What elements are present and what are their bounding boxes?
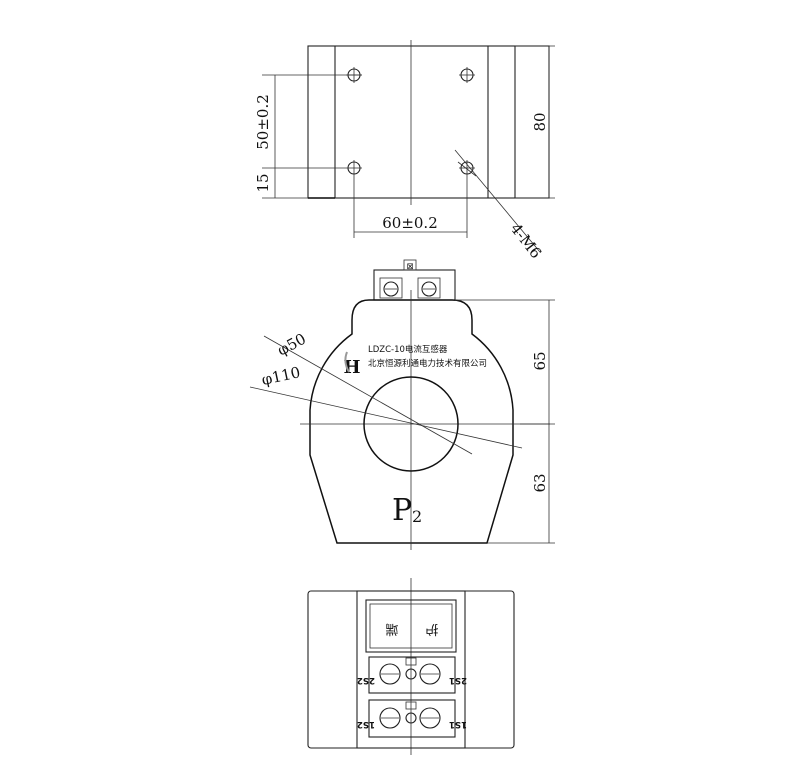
terminal-label-2s2: 2S2	[357, 675, 375, 685]
terminal-cover-frame	[356, 590, 466, 749]
nameplate: H LDZC-10电流互感器 北京恒源利通电力技术有限公司	[343, 344, 487, 378]
dim-label-hole-spacing-horizontal: 60±0.2	[382, 214, 438, 232]
dim-label-lower-height: 63	[531, 473, 549, 492]
terminal-screw-icon	[419, 707, 441, 729]
hole-callout-label: 4-M6	[507, 220, 546, 262]
terminal-screw-icon	[379, 663, 401, 685]
terminal-label-1s2: 1S2	[357, 719, 375, 729]
top-terminal-mark: ⊠	[406, 262, 413, 272]
top-view: 50±0.2 15 80 60±0.2 4-M6	[254, 40, 555, 262]
terminal-label-1s1: 1S1	[449, 719, 467, 729]
cover-text-right: 护	[425, 621, 438, 636]
dim-label-edge: 15	[254, 173, 272, 192]
hole-callout-arrow	[457, 161, 477, 177]
terminal-ground-tab	[403, 259, 417, 271]
terminal-strip-lower	[368, 699, 456, 738]
logo-swoosh-icon	[344, 351, 350, 373]
dim-leader-outer-diameter	[249, 386, 523, 449]
hole-callout-leader	[454, 149, 541, 253]
dim-label-outer-diameter: φ110	[260, 363, 302, 389]
dim-label-upper-height: 65	[531, 351, 549, 370]
secondary-terminal-block	[373, 269, 456, 301]
mounting-hole	[459, 160, 475, 176]
terminal-screw	[417, 277, 441, 299]
dim-label-inner-diameter: φ50	[274, 330, 309, 360]
terminal-strip-upper	[368, 656, 456, 694]
dim-label-hole-spacing-vertical: 50±0.2	[254, 94, 272, 150]
mounting-hole	[346, 160, 362, 176]
ground-screw-icon	[405, 668, 417, 680]
front-view: ⊠ H LDZC-10电流互感器 北京恒源利通电力技术有限公司 φ50 φ110	[249, 259, 555, 550]
terminal-p-label: P	[392, 493, 412, 528]
nameplate-model: LDZC-10电流互感器	[368, 344, 448, 355]
nameplate-company: 北京恒源利通电力技术有限公司	[368, 358, 487, 369]
dim-label-height: 80	[531, 112, 549, 131]
dim-leader-inner-diameter	[263, 335, 473, 455]
ground-mark-icon	[405, 701, 417, 710]
primary-window	[363, 376, 459, 472]
company-logo: H	[343, 357, 360, 378]
terminal-label-2s1: 2S1	[449, 675, 467, 685]
ground-mark-icon	[405, 657, 417, 666]
terminal-p-subscript: 2	[412, 507, 422, 526]
cover-window	[365, 599, 457, 653]
base-outline	[307, 45, 550, 199]
cover-window-inner	[369, 603, 453, 649]
bottom-view: 端 护 2S2 2S1 1S2 1S1	[307, 578, 515, 755]
terminal-screw-icon	[419, 663, 441, 685]
mounting-hole	[459, 67, 475, 83]
terminal-screw-icon	[379, 707, 401, 729]
cover-text-left: 端	[385, 621, 398, 636]
ground-screw-icon	[405, 712, 417, 724]
terminal-screw	[379, 277, 403, 299]
